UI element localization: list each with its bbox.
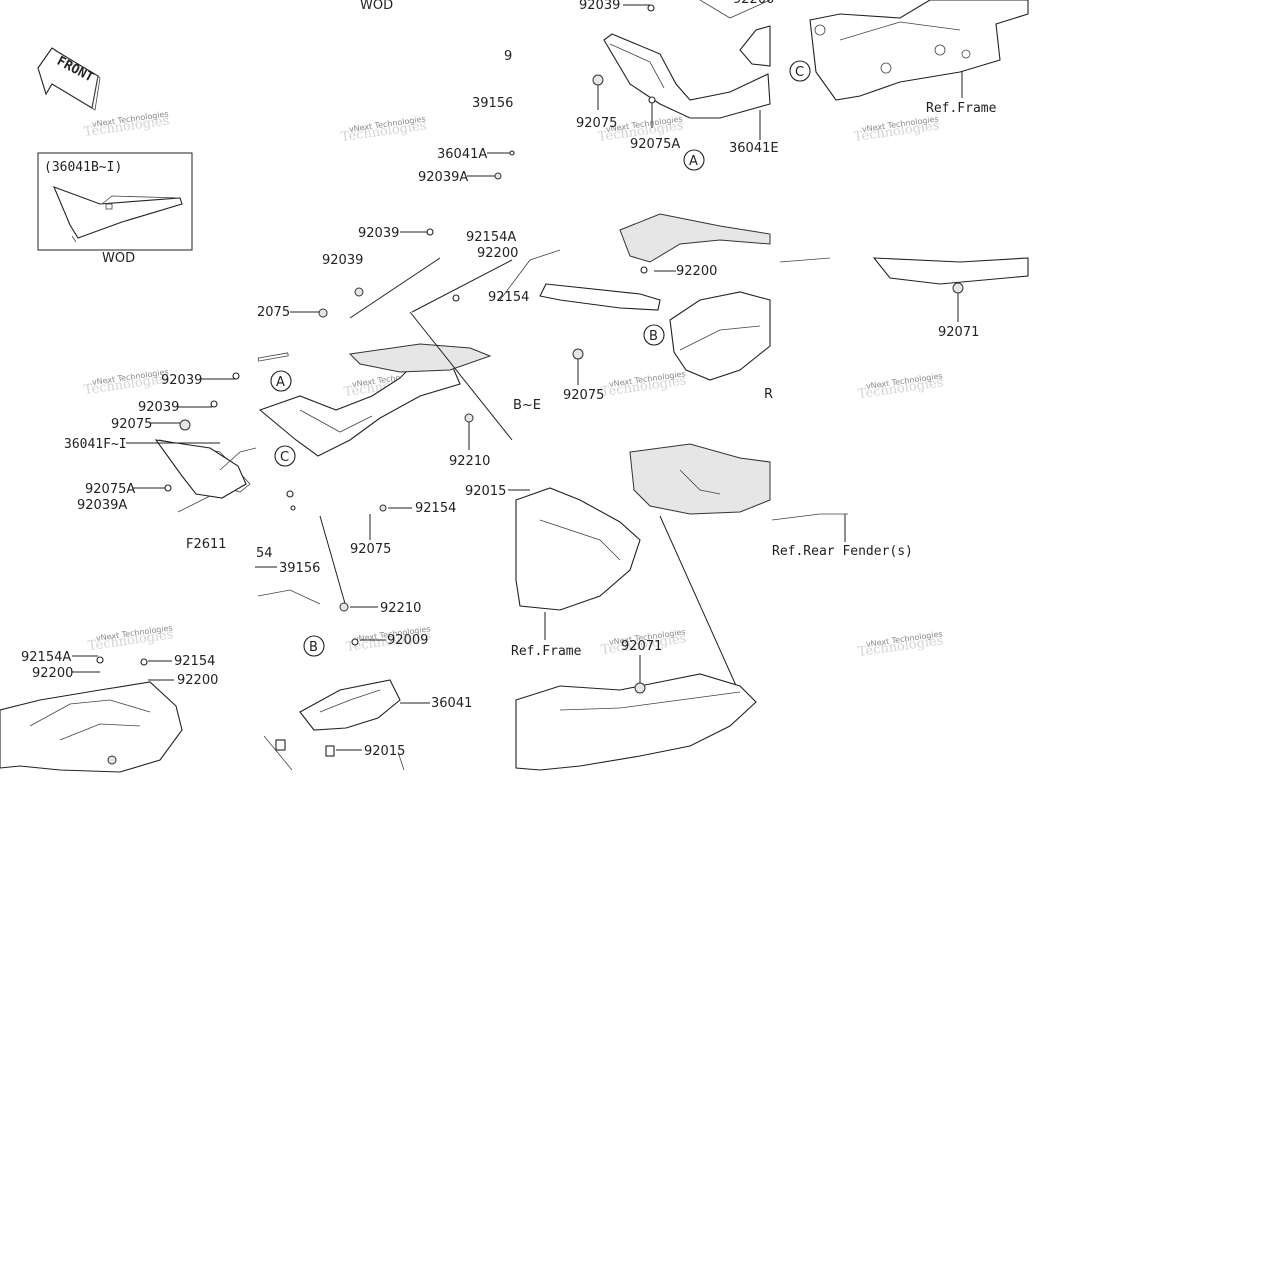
part-label: 36041E <box>729 141 779 156</box>
marker-label: C <box>795 65 804 80</box>
marker-label: B <box>309 640 318 655</box>
wod-label-inset: WOD <box>102 251 135 266</box>
part-label: 92200 <box>676 264 717 279</box>
marker-b: B <box>303 635 325 657</box>
watermark: Technologies vNext Technologies <box>340 114 427 145</box>
part-label: 92154A <box>21 650 71 665</box>
watermark: Technologies vNext Technologies <box>857 371 944 402</box>
watermarks: Technologies vNext Technologies Technolo… <box>83 109 944 660</box>
part-label: 92200 <box>32 666 73 681</box>
part-label: 92039A <box>77 498 127 513</box>
part-label: 92039 <box>138 400 179 415</box>
marker-c: C <box>274 445 296 467</box>
part-label: 92210 <box>380 601 421 616</box>
part-labels: 92039 92200 92075 92075A 36041E Ref.Fram… <box>21 0 997 759</box>
marker-label: B <box>649 329 658 344</box>
part-label: B~E <box>513 398 541 413</box>
part-label: 92210 <box>449 454 490 469</box>
marker-a: A <box>270 370 292 392</box>
cowl-upper <box>592 0 771 119</box>
part-label: 92075 <box>111 417 152 432</box>
fasteners <box>164 150 515 512</box>
part-label: 92154 <box>415 501 456 516</box>
leader-lines <box>72 4 963 751</box>
part-label: 36041A <box>437 147 487 162</box>
part-label: 92071 <box>621 639 662 654</box>
marker-b: B <box>643 324 665 346</box>
part-label: 92075 <box>350 542 391 557</box>
marker-c: C <box>789 60 811 82</box>
figure-code: F2611 <box>186 537 227 552</box>
part-label: 92015 <box>465 484 506 499</box>
marker-label: C <box>280 450 289 465</box>
part-label: 92075 <box>576 116 617 131</box>
part-label: 92075A <box>85 482 135 497</box>
part-label: 92154 <box>488 290 529 305</box>
part-label: 92039A <box>418 170 468 185</box>
part-label: 39156 <box>279 561 320 576</box>
part-label: 92039 <box>322 253 363 268</box>
watermark: Technologies vNext Technologies <box>83 109 170 140</box>
part-label: 92200 <box>733 0 774 7</box>
part-label: 92154 <box>174 654 215 669</box>
marker-label: A <box>276 375 285 390</box>
cover-36041 <box>257 589 405 771</box>
part-label: Ref.Frame <box>511 644 582 659</box>
seat-cowl-center <box>499 213 1029 381</box>
marker-label: A <box>689 154 698 169</box>
part-label: 92154A <box>466 230 516 245</box>
inset-box: (36041B~I) WOD <box>37 152 193 266</box>
part-label: Ref.Rear Fender(s) <box>772 544 913 559</box>
inset-title: (36041B~I) <box>44 160 122 175</box>
tail-cowl-left <box>154 343 492 513</box>
watermark: Technologies vNext Technologies <box>600 369 687 400</box>
part-label: 92071 <box>938 325 979 340</box>
part-label: 9 <box>504 49 512 64</box>
part-label: 92009 <box>387 633 428 648</box>
part-label: 92200 <box>177 673 218 688</box>
part-label: 36041 <box>431 696 472 711</box>
part-label: 92200 <box>477 246 518 261</box>
watermark: Technologies vNext Technologies <box>87 623 174 654</box>
watermark: Technologies vNext Technologies <box>853 114 940 145</box>
rear-frame-lower <box>515 443 848 771</box>
side-cowl-bottom-left <box>0 656 183 773</box>
part-label: 2075 <box>257 305 290 320</box>
part-label: 54 <box>256 546 273 561</box>
part-label: 92015 <box>364 744 405 759</box>
marker-a: A <box>683 149 705 171</box>
part-label: 39156 <box>472 96 513 111</box>
part-label: R <box>764 387 773 402</box>
circle-markers: A B C A B C <box>270 60 811 657</box>
watermark: Technologies vNext Technologies <box>857 629 944 660</box>
front-arrow-icon: FRONT <box>37 47 101 111</box>
wod-label-top: WOD <box>360 0 393 13</box>
part-label: 92075 <box>563 388 604 403</box>
part-label: 92075A <box>630 137 680 152</box>
part-label: Ref.Frame <box>926 101 997 116</box>
part-label: 92039 <box>161 373 202 388</box>
watermark: Technologies vNext Technologies <box>83 367 170 398</box>
part-label: 92039 <box>579 0 620 13</box>
part-label: 92039 <box>358 226 399 241</box>
part-label: 36041F~I <box>64 437 127 452</box>
frame-bracket-top-right <box>809 0 1029 101</box>
